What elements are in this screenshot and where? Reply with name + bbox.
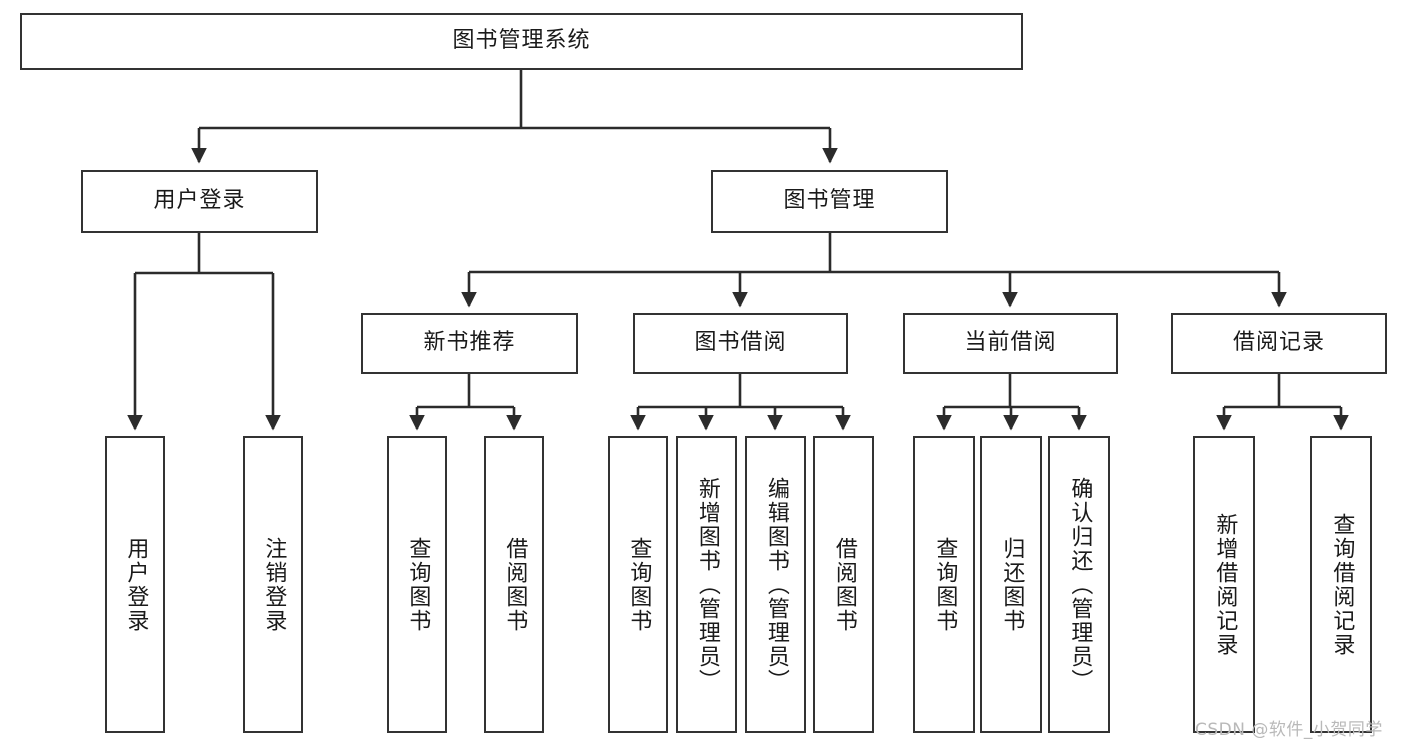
leaf-label: 借阅图书 bbox=[831, 536, 857, 633]
node-book-borrow[interactable]: 图书借阅 bbox=[633, 313, 848, 374]
leaf-borrow-book-rec[interactable]: 借阅图书 bbox=[484, 436, 544, 733]
leaf-add-record[interactable]: 新增借阅记录 bbox=[1193, 436, 1255, 733]
node-root[interactable]: 图书管理系统 bbox=[20, 13, 1023, 70]
leaf-add-book[interactable]: 新增图书（管理员） bbox=[676, 436, 737, 733]
leaf-label: 查询借阅记录 bbox=[1329, 512, 1355, 657]
leaf-label: 新增借阅记录 bbox=[1212, 512, 1238, 657]
leaf-confirm-return[interactable]: 确认归还（管理员） bbox=[1048, 436, 1110, 733]
leaf-label: 查询图书 bbox=[932, 536, 958, 633]
leaf-label: 确认归还（管理员） bbox=[1067, 476, 1093, 693]
leaf-edit-book[interactable]: 编辑图书（管理员） bbox=[745, 436, 806, 733]
node-new-book-rec[interactable]: 新书推荐 bbox=[361, 313, 578, 374]
leaf-query-book-borrow[interactable]: 查询图书 bbox=[608, 436, 668, 733]
leaf-label: 编辑图书（管理员） bbox=[763, 476, 789, 693]
leaf-query-book-cur[interactable]: 查询图书 bbox=[913, 436, 975, 733]
leaf-label: 查询图书 bbox=[626, 536, 652, 633]
leaf-user-logout[interactable]: 注销登录 bbox=[243, 436, 303, 733]
leaf-label: 用户登录 bbox=[123, 536, 149, 633]
leaf-user-login[interactable]: 用户登录 bbox=[105, 436, 165, 733]
leaf-borrow-book[interactable]: 借阅图书 bbox=[813, 436, 874, 733]
leaf-label: 查询图书 bbox=[405, 536, 431, 633]
leaf-label: 归还图书 bbox=[999, 536, 1025, 633]
node-book-manage[interactable]: 图书管理 bbox=[711, 170, 948, 233]
node-borrow-record[interactable]: 借阅记录 bbox=[1171, 313, 1387, 374]
leaf-query-record[interactable]: 查询借阅记录 bbox=[1310, 436, 1372, 733]
leaf-return-book[interactable]: 归还图书 bbox=[980, 436, 1042, 733]
leaf-query-book-rec[interactable]: 查询图书 bbox=[387, 436, 447, 733]
csdn-watermark: CSDN @软件_小贺同学 bbox=[1195, 720, 1383, 740]
leaf-label: 注销登录 bbox=[261, 536, 287, 633]
leaf-label: 新增图书（管理员） bbox=[694, 476, 720, 693]
node-current-borrow[interactable]: 当前借阅 bbox=[903, 313, 1118, 374]
node-user-login[interactable]: 用户登录 bbox=[81, 170, 318, 233]
leaf-label: 借阅图书 bbox=[502, 536, 528, 633]
